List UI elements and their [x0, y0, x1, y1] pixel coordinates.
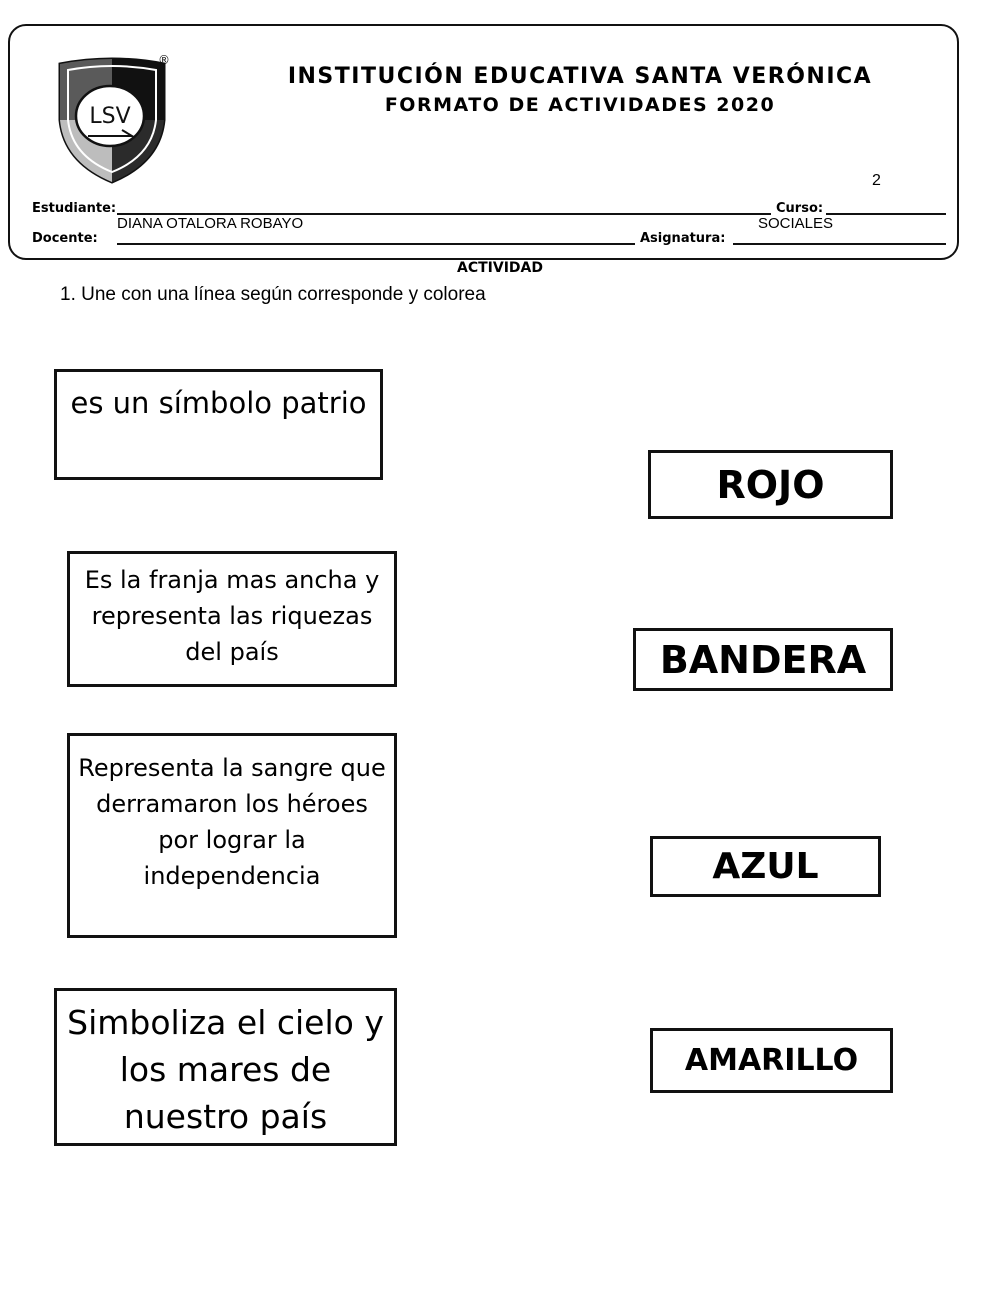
estudiante-line	[117, 213, 771, 215]
estudiante-value[interactable]: DIANA OTALORA ROBAYO	[117, 215, 304, 232]
left-item-line: Simboliza el cielo y	[67, 1003, 384, 1042]
header-card	[8, 24, 959, 260]
right-item-label: AMARILLO	[684, 1043, 859, 1078]
docente-label: Docente:	[32, 231, 98, 246]
estudiante-label: Estudiante:	[32, 201, 117, 216]
left-item-line: del país	[185, 638, 279, 666]
asignatura-label: Asignatura:	[640, 231, 726, 246]
right-item-box[interactable]: AMARILLO	[650, 1028, 893, 1093]
left-item-box[interactable]: Simboliza el cielo y los mares de nuestr…	[54, 988, 397, 1146]
asignatura-line	[733, 243, 946, 245]
left-item-line: independencia	[143, 862, 321, 890]
left-item-line: derramaron los héroes	[96, 790, 368, 818]
right-item-box[interactable]: BANDERA	[633, 628, 893, 691]
right-item-label: BANDERA	[659, 637, 867, 682]
registered-mark: ®	[158, 53, 170, 67]
curso-label: Curso:	[776, 201, 824, 216]
logo-text: LSV	[89, 104, 130, 129]
left-item-line: representa las riquezas	[91, 602, 373, 630]
page-number: 2	[872, 172, 881, 189]
docente-line[interactable]	[117, 243, 635, 245]
activity-heading: ACTIVIDAD	[457, 260, 543, 276]
left-item-box[interactable]: es un símbolo patrio	[54, 369, 383, 480]
left-item-line: es un símbolo patrio	[70, 386, 367, 420]
curso-line[interactable]	[826, 213, 946, 215]
left-item-box[interactable]: Es la franja mas ancha y representa las …	[67, 551, 397, 687]
format-title: FORMATO DE ACTIVIDADES 2020	[384, 94, 776, 116]
school-shield-logo: LSV ®	[58, 53, 170, 184]
left-item-line: Es la franja mas ancha y	[84, 566, 380, 594]
right-item-box[interactable]: AZUL	[650, 836, 881, 897]
institution-title: INSTITUCIÓN EDUCATIVA SANTA VERÓNICA	[287, 64, 873, 89]
right-item-label: ROJO	[716, 462, 825, 507]
left-item-line: Representa la sangre que	[78, 754, 386, 782]
left-item-line: por lograr la	[158, 826, 306, 854]
left-item-box[interactable]: Representa la sangre que derramaron los …	[67, 733, 397, 938]
asignatura-value[interactable]: SOCIALES	[758, 215, 834, 232]
right-item-label: AZUL	[712, 846, 819, 887]
right-item-box[interactable]: ROJO	[648, 450, 893, 519]
left-item-line: los mares de	[119, 1050, 332, 1089]
instruction-text: 1. Une con una línea según corresponde y…	[60, 284, 486, 305]
left-item-line: nuestro país	[123, 1097, 328, 1136]
